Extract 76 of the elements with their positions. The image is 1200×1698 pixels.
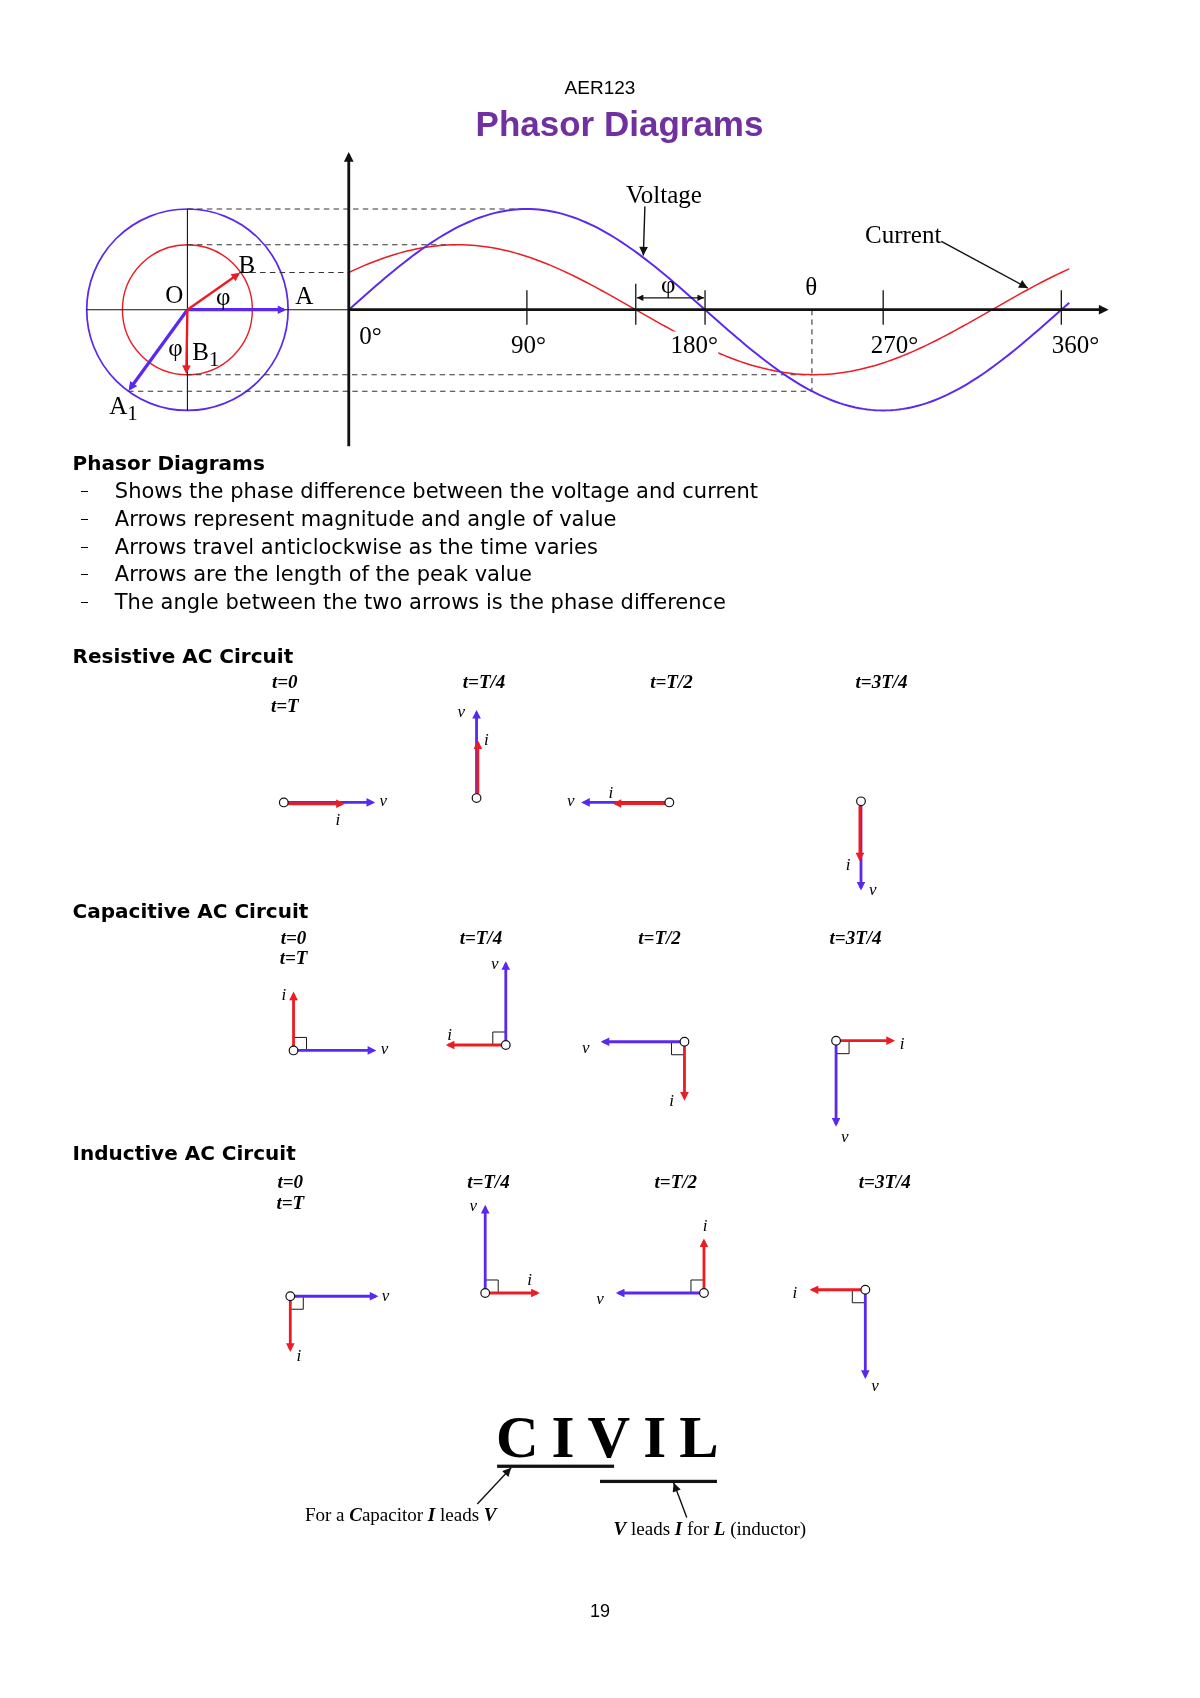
phasor-label: v bbox=[582, 1038, 590, 1056]
time-label: t=T/4 bbox=[462, 671, 506, 691]
bullet-text: The angle between the two arrows is the phase difference bbox=[114, 590, 727, 615]
phasor-label: v bbox=[491, 954, 499, 972]
bullet-text: Shows the phase difference between the voltage and current bbox=[114, 478, 759, 503]
phasor-label: i bbox=[792, 1283, 798, 1301]
mnemonic-note: For a Capacitor I leads V bbox=[304, 1504, 497, 1527]
axis-tick-label: 270° bbox=[870, 331, 919, 357]
axis-tick-label: 360° bbox=[1051, 331, 1100, 357]
phasor-label: i bbox=[608, 783, 614, 801]
bullet-text: Arrows travel anticlockwise as the time varies bbox=[114, 534, 598, 559]
point-label: B$_{1}$ bbox=[192, 338, 220, 370]
time-label: t=3T/4 bbox=[829, 927, 882, 947]
leader-arrow bbox=[672, 1482, 688, 1519]
section-heading: Capacitive AC Circuit bbox=[72, 899, 309, 923]
mnemonic-note: V leads I for L (inductor) bbox=[613, 1517, 807, 1540]
leader-arrow bbox=[476, 1467, 512, 1505]
phasor-label: v bbox=[381, 1286, 390, 1304]
mnemonic-word: CIVIL bbox=[496, 1407, 732, 1467]
angle-label: φ bbox=[660, 271, 676, 297]
section-heading: Phasor Diagrams bbox=[72, 451, 265, 474]
time-label: t=T/4 bbox=[467, 1171, 510, 1190]
axis-tick-label: 90° bbox=[511, 331, 546, 357]
time-label: t=T/2 bbox=[638, 927, 681, 947]
curve-label: Current bbox=[865, 221, 942, 247]
phasor-label: v bbox=[380, 1039, 389, 1057]
point-label: A bbox=[295, 282, 314, 308]
time-label: t=3T/4 bbox=[855, 671, 908, 691]
bullet-text: Arrows are the length of the peak value bbox=[114, 561, 532, 587]
angle-label: φ bbox=[168, 334, 183, 360]
bullet-text: Arrows represent magnitude and angle of value bbox=[114, 506, 617, 531]
course-code: AER123 bbox=[564, 76, 636, 99]
angle-label: θ bbox=[805, 273, 818, 299]
section-heading: Inductive AC Circuit bbox=[72, 1141, 296, 1165]
time-label: t=T/2 bbox=[650, 671, 693, 691]
curve-label: Voltage bbox=[625, 181, 702, 207]
phasor-label: v bbox=[869, 880, 877, 898]
phasor-label: i bbox=[447, 1025, 452, 1043]
phasor-label: i bbox=[281, 985, 287, 1003]
page-title: Phasor Diagrams bbox=[475, 103, 764, 144]
axis-tick-label: 180° bbox=[670, 331, 718, 357]
time-label: t=0 bbox=[277, 1171, 304, 1190]
phasor-label: i bbox=[669, 1091, 674, 1109]
page-number: 19 bbox=[590, 1600, 610, 1621]
phasor-label: i bbox=[483, 730, 489, 748]
phasor-label: i bbox=[335, 810, 341, 828]
section-heading: Resistive AC Circuit bbox=[72, 644, 294, 668]
time-label: t=3T/4 bbox=[858, 1171, 911, 1190]
angle-label: φ bbox=[215, 283, 231, 309]
time-label: t=T/4 bbox=[459, 927, 503, 947]
time-label: t=0 bbox=[272, 671, 298, 691]
phasor-label: i bbox=[845, 855, 851, 873]
phasor-label: v bbox=[841, 1127, 849, 1145]
phasor-label: i bbox=[702, 1216, 708, 1234]
time-label: t=T bbox=[270, 695, 299, 715]
axis-tick-label: 0° bbox=[359, 322, 382, 348]
phasor-label: i bbox=[899, 1034, 905, 1052]
phasor-label: i bbox=[527, 1270, 532, 1288]
phasor-label: v bbox=[379, 791, 388, 809]
point-label: O bbox=[165, 281, 184, 306]
time-label: t=T bbox=[279, 947, 308, 967]
phasor-label: v bbox=[596, 1289, 604, 1306]
leader-arrow bbox=[639, 205, 648, 257]
time-label: t=T/2 bbox=[654, 1171, 698, 1190]
phasor-label: v bbox=[871, 1376, 879, 1394]
time-label: t=T bbox=[276, 1192, 305, 1212]
leader-arrow bbox=[940, 240, 1029, 289]
point-label: A$_{1}$ bbox=[109, 392, 138, 424]
underline-bar bbox=[497, 1464, 615, 1468]
point-label: B bbox=[238, 251, 256, 277]
phasor-label: i bbox=[296, 1346, 302, 1364]
phasor-label: v bbox=[469, 1196, 478, 1214]
phasor-label: v bbox=[457, 702, 466, 719]
phasor-label: v bbox=[567, 791, 575, 809]
underline-bar bbox=[600, 1479, 717, 1484]
time-label: t=0 bbox=[280, 927, 307, 947]
